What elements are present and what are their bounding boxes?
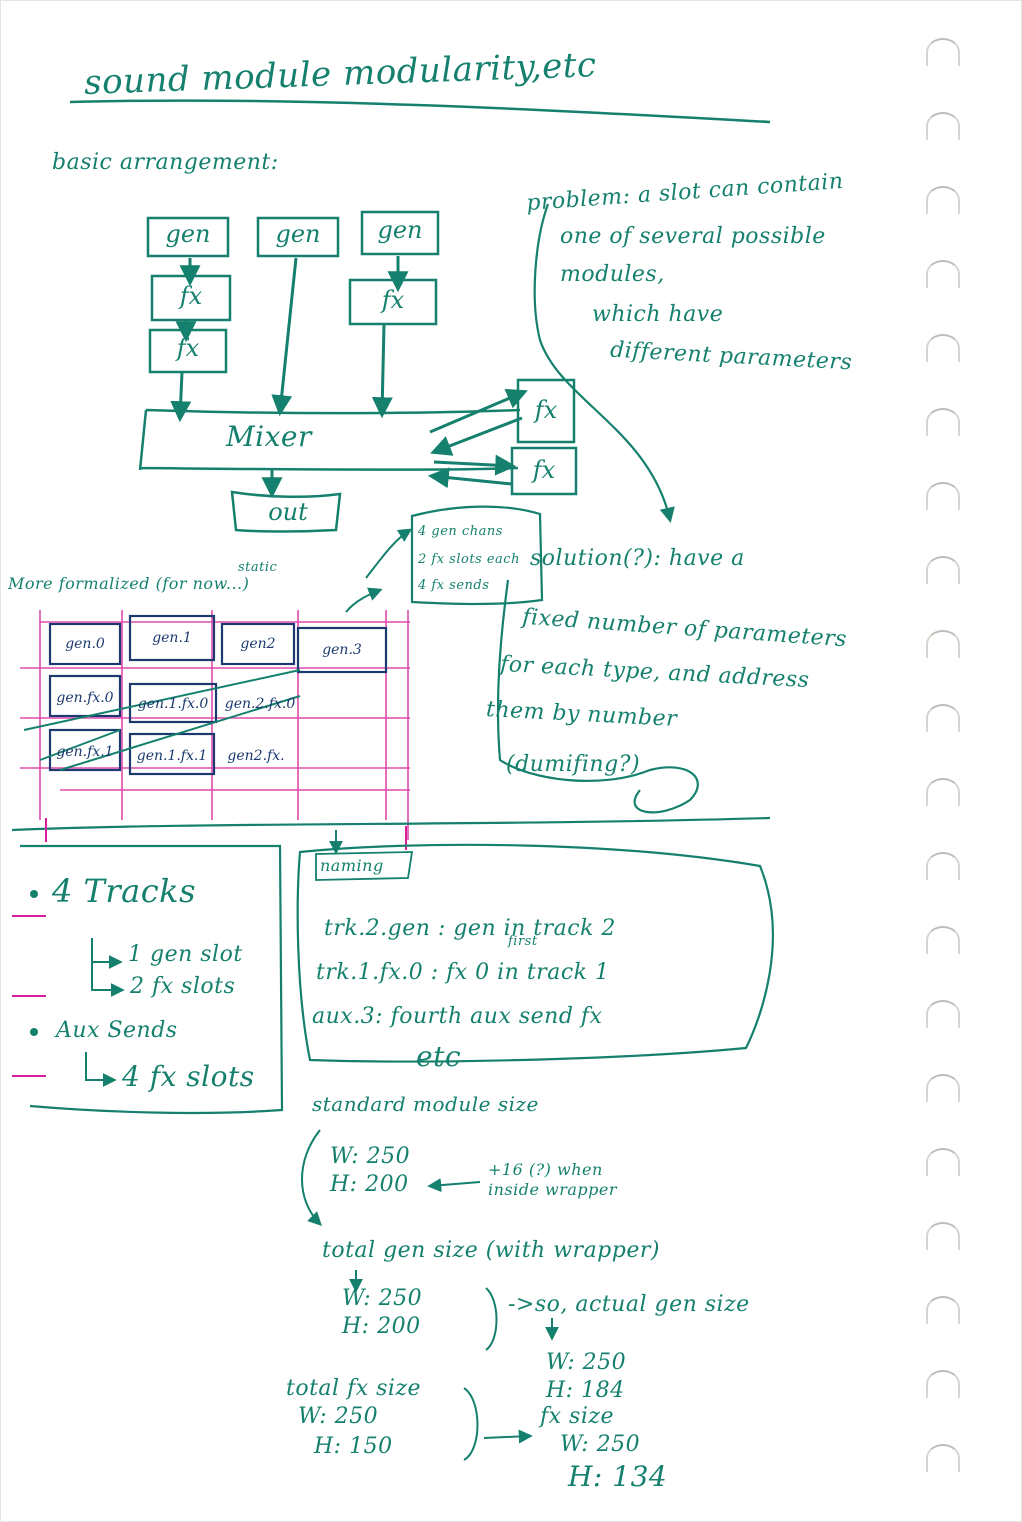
fx-size-label: total fx size [286,1376,422,1401]
gen-box-2 [256,216,340,258]
grid-row1-cell1: gen.0 [65,636,105,652]
grid-row1-cell4: gen.3 [322,642,362,658]
title-underline [69,99,771,124]
solution-line-1: solution(?): have a [530,546,745,571]
aux-fx-box-1 [516,378,576,444]
callout-line-1: 4 gen chans [418,524,503,539]
gen-label-3: gen [377,216,423,244]
grid-row2-cell2: gen.1.fx.0 [137,696,209,712]
std-size-label: standard module size [312,1092,539,1116]
std-size-note: +16 (?) when inside wrapper [488,1160,618,1199]
ink-grid-boxes [48,614,388,776]
grid-row3-cell1: gen.fx.1 [56,744,114,760]
problem-line-3: modules, [560,262,665,287]
mixer-label: Mixer [226,420,312,453]
grid-row1-cell2: gen.1 [152,630,192,646]
naming-line-2: trk.1.fx.0 : fx 0 in track 1 [316,960,610,985]
grid-row1-cell3: gen2 [240,636,276,652]
problem-line-2: one of several possible [560,224,826,249]
naming-label: naming [320,856,384,875]
std-size-h: H: 200 [330,1172,409,1197]
grid-row3-cell3: gen2.fx. [227,748,285,764]
fx-label-1: fx [179,282,203,310]
solution-line-5: (dumifing?) [506,752,641,777]
problem-line-4: which have [592,302,724,327]
fx-actual-size-label: fx size [540,1404,614,1429]
naming-box [296,843,774,1063]
tracks-box [20,844,284,1115]
gen-label-2: gen [275,220,321,248]
tracks-item-1: 4 Tracks [52,872,196,910]
grid-row2-cell1: gen.fx.0 [56,690,114,706]
fx-label-3: fx [381,286,405,314]
gen-size-w: W: 250 [342,1286,423,1311]
tracks-sub-3: 4 fx slots [122,1060,255,1093]
actual-gen-size-h: H: 184 [546,1378,625,1403]
fx-label-2: fx [176,334,200,362]
fx-actual-size-w: W: 250 [560,1432,641,1457]
gen-label-1: gen [165,220,211,248]
tracks-item-2: Aux Sends [56,1018,178,1043]
gen-size-label: total gen size (with wrapper) [322,1238,660,1263]
gen-box-3 [360,210,440,256]
gen-size-h: H: 200 [342,1314,421,1339]
tracks-sub-1: 1 gen slot [128,942,243,967]
naming-line-3: aux.3: fourth aux send fx [312,1004,603,1029]
formalized-heading: More formalized (for now...) [8,574,250,593]
out-label: out [268,498,308,526]
gen-box-1 [146,216,230,258]
actual-gen-size-w: W: 250 [546,1350,627,1375]
naming-line-2-note: first [508,934,538,949]
basic-heading: basic arrangement: [52,150,279,175]
fx-size-w: W: 250 [298,1404,379,1429]
callout-line-2: 2 fx slots each [418,552,520,567]
out-box [230,490,342,533]
grid-row2-cell3: gen.2.fx.0 [224,696,296,712]
formalized-note: static [238,560,278,575]
aux-fx-label-1: fx [534,396,558,424]
fx-size-h: H: 150 [314,1434,393,1459]
std-size-w: W: 250 [330,1144,411,1169]
naming-etc: etc [416,1040,462,1073]
tracks-sub-2: 2 fx slots [130,974,236,999]
grid-row3-cell2: gen.1.fx.1 [136,748,208,764]
mixer-bar [138,408,521,471]
aux-fx-label-2: fx [532,456,556,484]
fx-actual-size-h: H: 134 [568,1460,668,1493]
actual-gen-size-label: ->so, actual gen size [508,1292,750,1317]
naming-line-1: trk.2.gen : gen in track 2 [324,916,616,941]
callout-box [410,505,544,606]
callout-line-3: 4 fx sends [418,578,490,593]
